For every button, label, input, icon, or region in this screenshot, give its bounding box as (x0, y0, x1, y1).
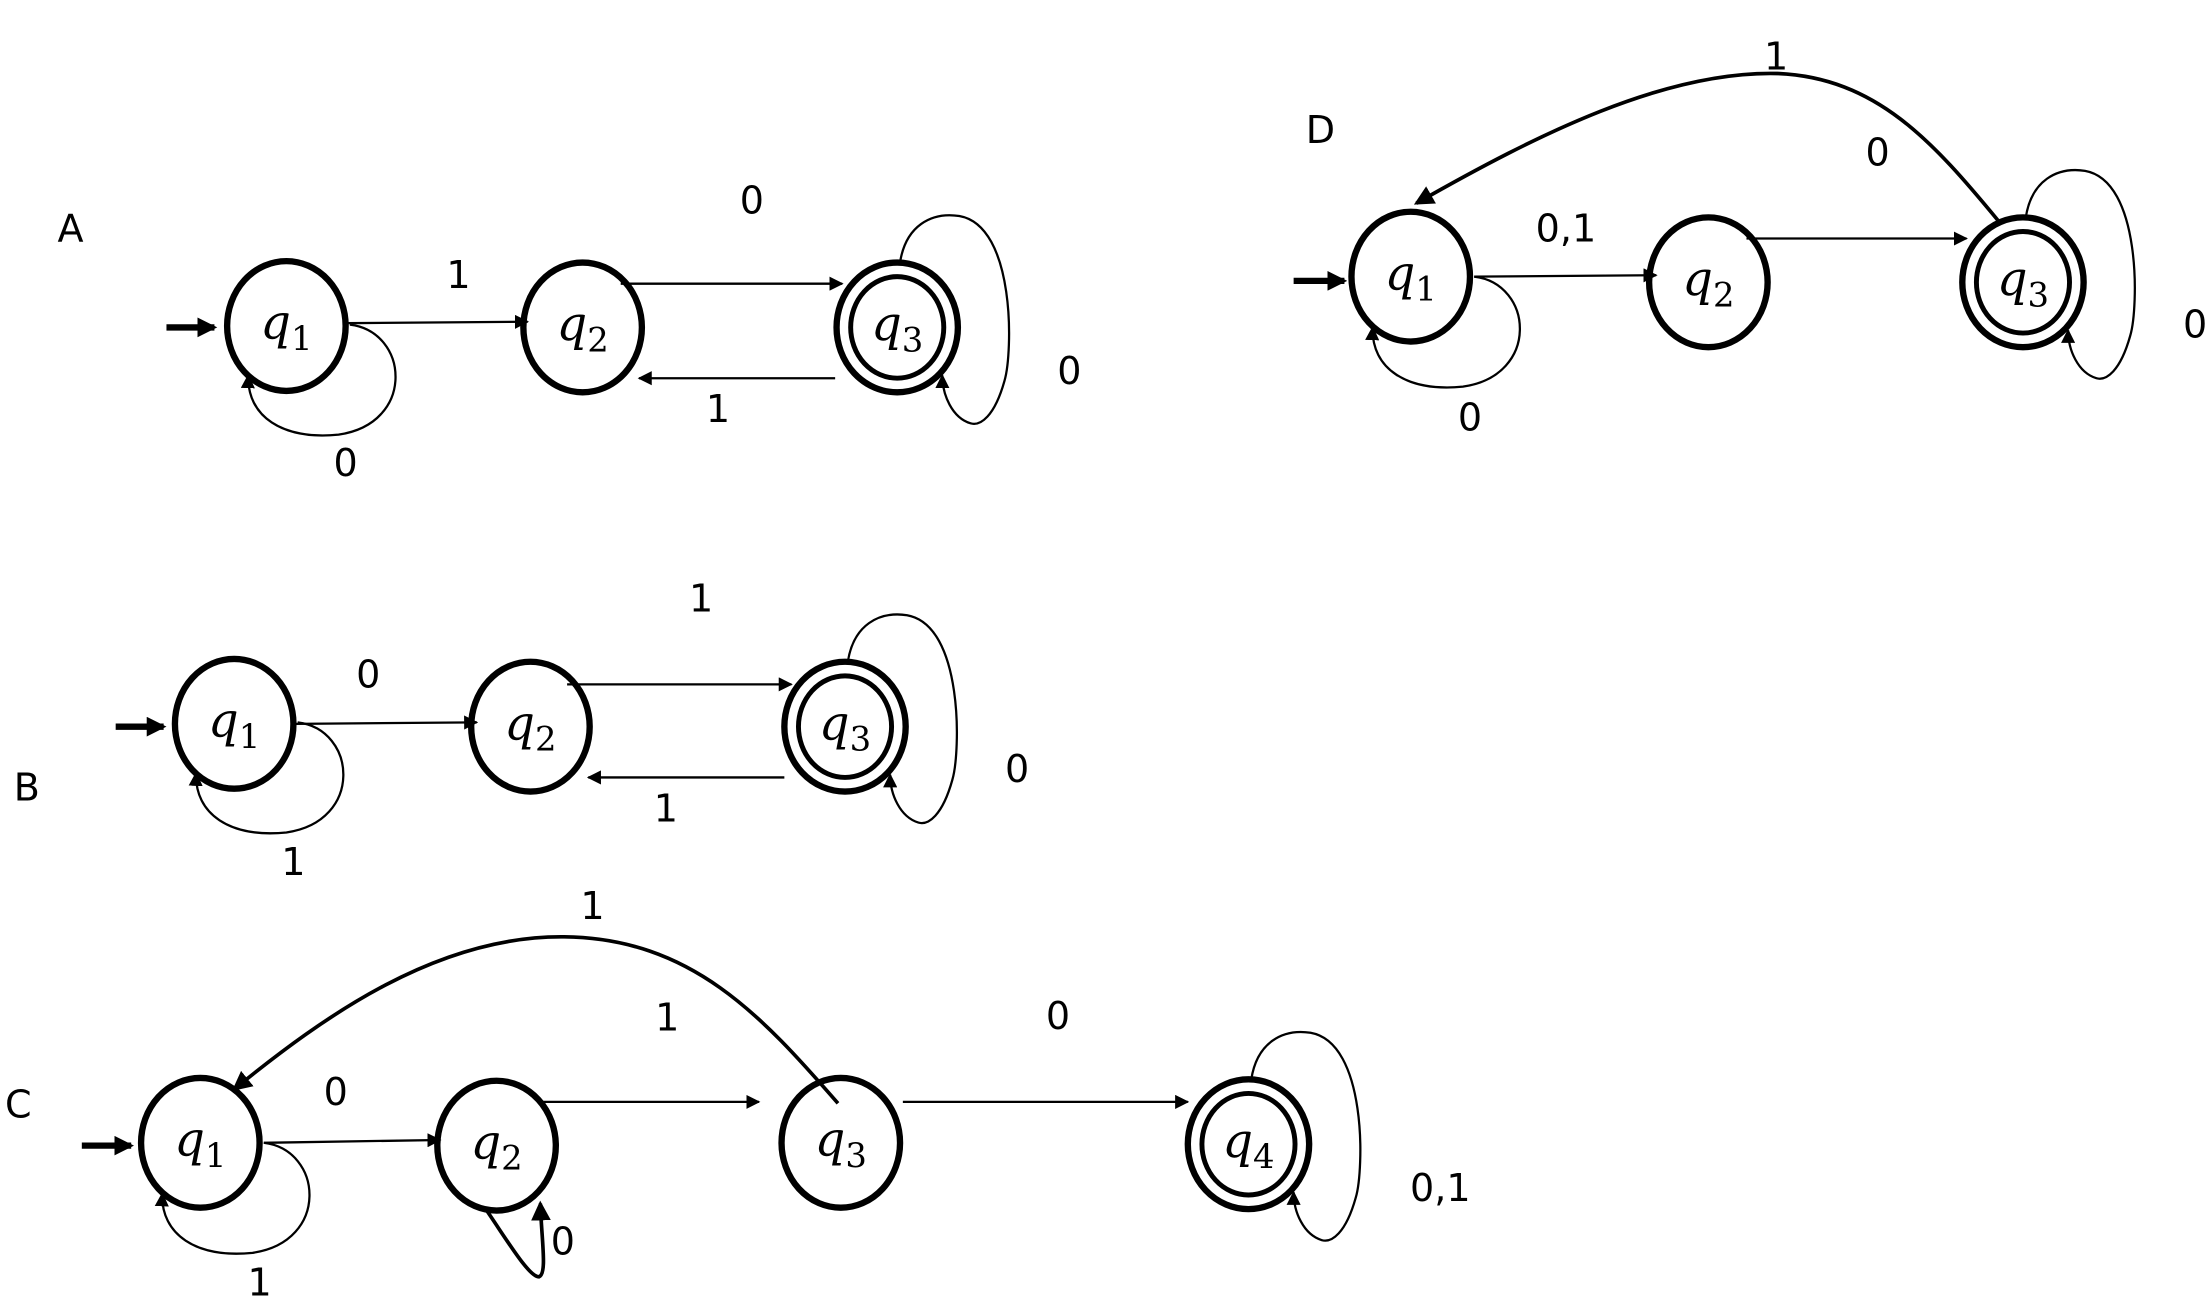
edge-label: 0,1 (1410, 1166, 1471, 1210)
svg-text:q1: q1 (208, 693, 260, 756)
edge-label: 1 (281, 840, 305, 884)
self-loop-q1 (154, 1141, 311, 1255)
state-q3-accepting: q3 (781, 658, 909, 795)
svg-text:q2: q2 (470, 1114, 522, 1177)
state-q1: q1 (137, 1074, 263, 1211)
svg-text:q2: q2 (1682, 251, 1734, 314)
svg-text:q4: q4 (1222, 1113, 1274, 1176)
edge-label: 1 (654, 786, 678, 830)
state-q2: q2 (434, 1077, 559, 1214)
edge-label: 0 (551, 1220, 575, 1264)
state-q2: q2 (1645, 214, 1771, 351)
edge-q3-q1 (1413, 71, 2001, 223)
edge-q1-q2 (345, 314, 530, 329)
state-q3-accepting: q3 (1959, 214, 2087, 351)
edge-q1-q2 (296, 715, 479, 730)
self-loop-q3 (898, 214, 1011, 425)
self-loop-q1 (1365, 275, 1521, 389)
svg-text:q3: q3 (815, 1112, 867, 1175)
state-q4-accepting: q4 (1184, 1076, 1313, 1213)
edge-label: 1 (580, 884, 604, 928)
diagram-label-a: A (58, 207, 84, 251)
svg-text:q1: q1 (260, 295, 312, 358)
diagram-label-b: B (14, 765, 40, 809)
edge-label: 1 (706, 387, 730, 431)
svg-text:q3: q3 (819, 695, 871, 758)
dfa-a: A q1 q2 q3 1 0 1 0 0 (58, 178, 1082, 484)
edge-label: 0 (1005, 747, 1029, 791)
edge-label: 0 (740, 178, 764, 222)
self-loop-q1 (188, 721, 345, 835)
state-q2: q2 (520, 259, 646, 396)
edge-label: 0 (1866, 130, 1890, 174)
self-loop-q4 (1250, 1030, 1362, 1242)
edge-label: 0 (1057, 349, 1081, 393)
self-loop-q2 (485, 1200, 551, 1279)
svg-text:q1: q1 (1385, 245, 1437, 308)
edge-label: 1 (689, 576, 713, 620)
edge-label: 0 (356, 652, 380, 696)
edge-label: 1 (1764, 35, 1788, 79)
edge-label: 0 (1458, 396, 1482, 440)
diagram-label-d: D (1306, 108, 1335, 152)
edge-q1-q2 (263, 1133, 442, 1148)
state-q3-accepting: q3 (833, 259, 962, 396)
edge-q3-q1 (231, 935, 840, 1105)
diagram-label-c: C (5, 1083, 32, 1127)
edge-label: 1 (247, 1260, 271, 1304)
edge-q1-q2 (1474, 268, 1658, 283)
self-loop-q3 (2024, 168, 2136, 380)
state-q3: q3 (778, 1074, 904, 1211)
svg-text:q1: q1 (174, 1112, 226, 1175)
dfa-b: B q1 q2 q3 0 1 1 1 0 (14, 576, 1030, 884)
edge-label: 0 (2183, 303, 2207, 347)
svg-text:q2: q2 (504, 695, 556, 758)
dfa-d: D q1 q2 q3 0,1 1 0 0 0 (1293, 35, 2207, 440)
edge-label: 0 (334, 441, 358, 485)
edge-label: 0 (1046, 994, 1070, 1038)
state-q1: q1 (171, 655, 297, 792)
svg-text:q3: q3 (1997, 251, 2049, 314)
state-q1: q1 (1348, 208, 1474, 345)
edge-label: 0,1 (1536, 207, 1597, 251)
svg-text:q2: q2 (557, 296, 609, 359)
state-q2: q2 (468, 658, 593, 795)
edge-label: 0 (324, 1070, 348, 1114)
dfa-c: C q1 q2 q3 q4 0 1 0 1 1 0 0,1 (5, 884, 1471, 1305)
self-loop-q3 (846, 613, 958, 825)
edge-label: 1 (446, 253, 470, 297)
svg-text:q3: q3 (871, 296, 923, 359)
state-q1: q1 (223, 257, 349, 395)
self-loop-q1 (240, 323, 397, 437)
edge-label: 1 (655, 995, 679, 1039)
